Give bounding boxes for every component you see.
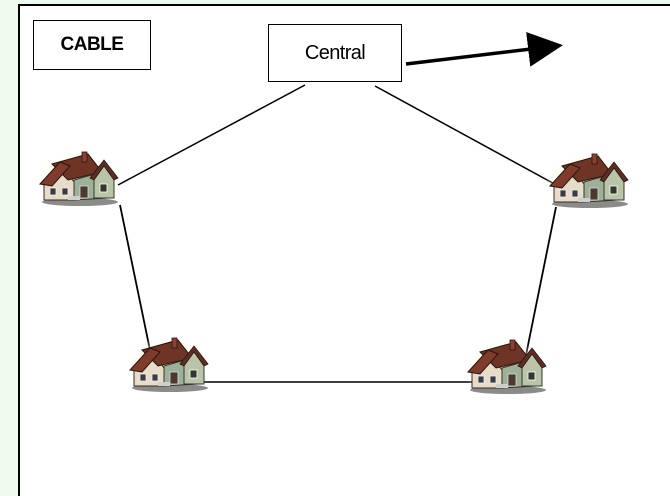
left-margin-strip xyxy=(0,0,18,496)
house-icon xyxy=(123,335,209,397)
house-icon xyxy=(461,337,547,399)
cable-title: CABLE xyxy=(33,20,151,70)
diagram-frame xyxy=(18,4,670,496)
house-icon xyxy=(33,149,119,211)
top-margin-strip xyxy=(0,0,670,4)
line-central-right xyxy=(374,85,561,188)
central-arrow xyxy=(405,31,563,67)
line-left-bottom-left xyxy=(119,204,152,356)
house-icon xyxy=(543,151,629,213)
connection-lines xyxy=(117,84,561,383)
line-right-bottom-right xyxy=(524,206,557,361)
line-central-left xyxy=(117,84,306,186)
central-node: Central xyxy=(268,24,402,82)
